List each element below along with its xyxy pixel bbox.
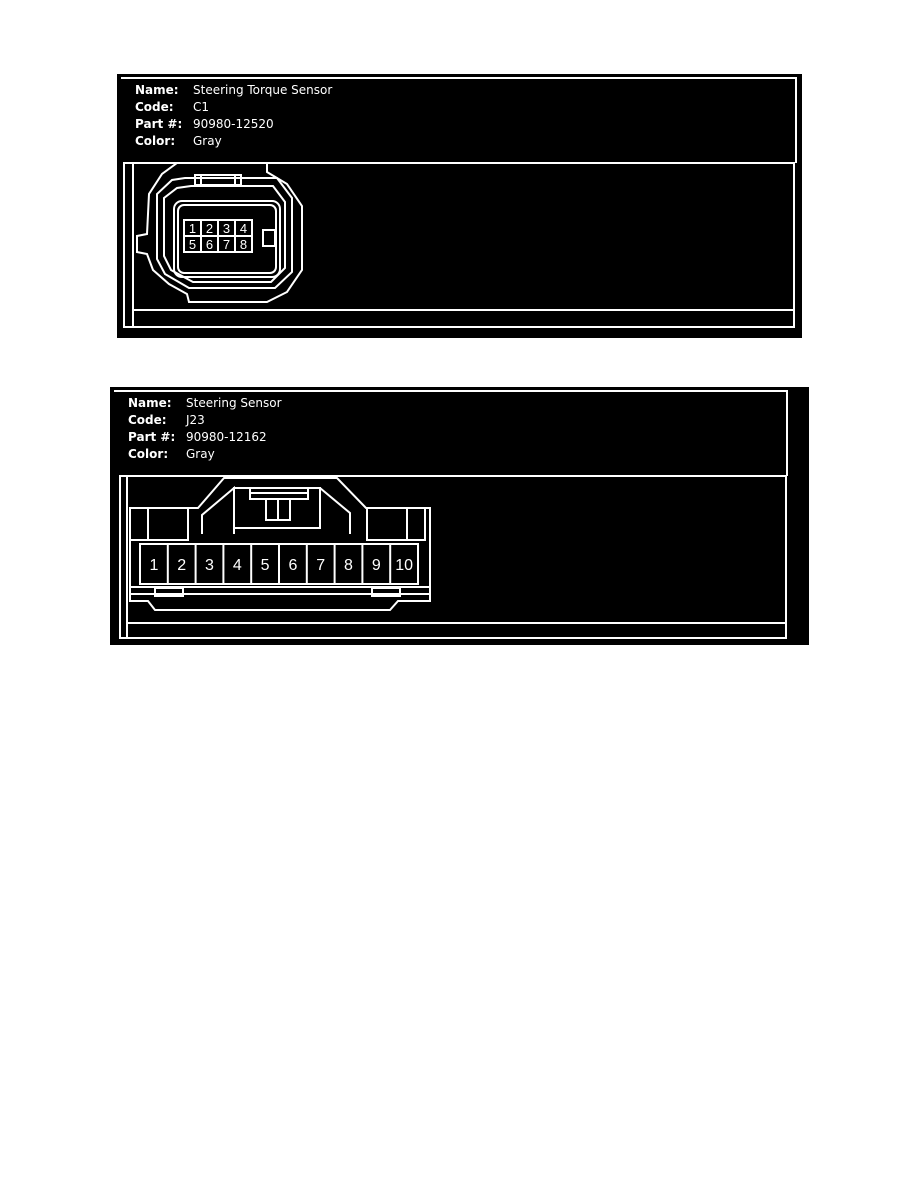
pin-label: 2 — [177, 557, 186, 574]
pin-label: 4 — [233, 557, 242, 574]
pin-label: 1 — [189, 221, 196, 236]
pin-label: 5 — [189, 237, 196, 252]
color-label: Color: — [135, 134, 176, 148]
code-label: Code: — [135, 100, 174, 114]
pin-label: 9 — [372, 557, 381, 574]
connector-part-number: 90980-12162 — [186, 430, 267, 444]
name-label: Name: — [128, 396, 172, 410]
pin-label: 8 — [344, 557, 353, 574]
pin-label: 5 — [261, 557, 270, 574]
pin-label: 2 — [206, 221, 213, 236]
pin-label: 6 — [206, 237, 213, 252]
color-label: Color: — [128, 447, 169, 461]
part-label: Part #: — [128, 430, 176, 444]
pin-label: 4 — [240, 221, 247, 236]
pin-label: 8 — [240, 237, 247, 252]
connector-part-number: 90980-12520 — [193, 117, 274, 131]
connector-code: J23 — [186, 413, 205, 427]
connector-name: Steering Torque Sensor — [193, 83, 333, 97]
pin-label: 3 — [223, 221, 230, 236]
pin-label: 7 — [223, 237, 230, 252]
pin-label: 10 — [395, 557, 413, 574]
connector-info-c1: Name: Steering Torque Sensor Code: C1 Part… — [135, 82, 332, 150]
code-label: Code: — [128, 413, 167, 427]
connector-card-j23: Name: Steering Sensor Code: J23 Part #: 909… — [110, 387, 809, 645]
connector-color: Gray — [193, 134, 222, 148]
pin-label: 3 — [205, 557, 214, 574]
pin-label: 7 — [316, 557, 325, 574]
name-label: Name: — [135, 83, 179, 97]
connector-name: Steering Sensor — [186, 396, 282, 410]
pin-label: 6 — [288, 557, 297, 574]
connector-diagram-j23: 1 2 3 4 5 6 7 8 9 10 — [114, 390, 788, 639]
connector-code: C1 — [193, 100, 210, 114]
connector-color: Gray — [186, 447, 215, 461]
connector-info-j23: Name: Steering Sensor Code: J23 Part #: 909… — [128, 395, 282, 463]
pin-label: 1 — [149, 557, 158, 574]
connector-card-c1: Name: Steering Torque Sensor Code: C1 Part… — [117, 74, 802, 338]
part-label: Part #: — [135, 117, 183, 131]
